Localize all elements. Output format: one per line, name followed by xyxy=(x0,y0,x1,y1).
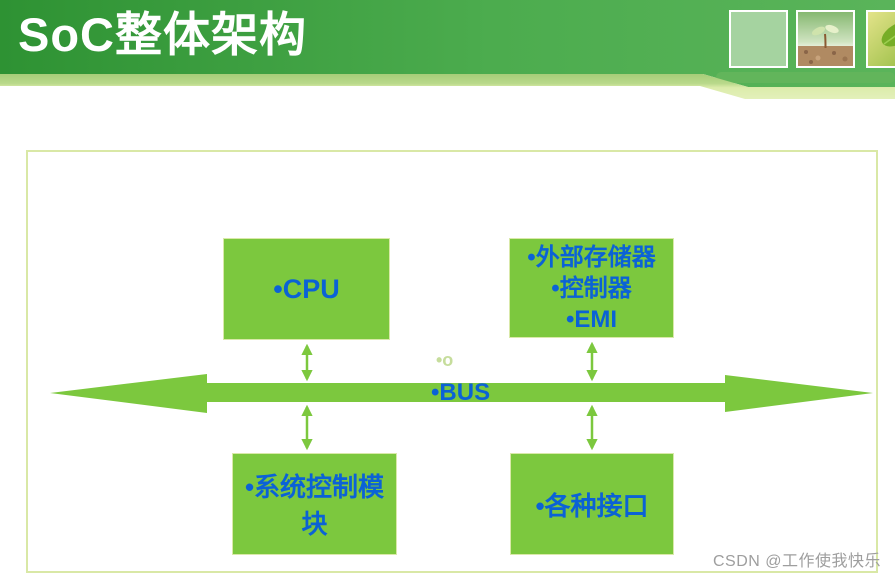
seedling-photo-image xyxy=(796,10,855,68)
bus-double-arrow xyxy=(50,374,873,413)
cpu-box: •CPU xyxy=(223,238,390,340)
bus-label: •BUS xyxy=(431,379,491,406)
page-title: SoC整体架构 xyxy=(18,8,307,61)
system-control-label: •系统控制模块 xyxy=(244,472,385,539)
seedling-icon xyxy=(798,12,853,66)
header-light-band xyxy=(0,74,895,99)
content-area xyxy=(26,150,878,573)
system-control-box: •系统控制模块 xyxy=(232,453,397,555)
header-green-shape xyxy=(0,0,895,87)
header-banner xyxy=(0,0,895,99)
interfaces-label: •各种接口 xyxy=(535,490,649,521)
leaf-icon xyxy=(868,12,895,66)
memory-controller-line3: •EMI xyxy=(565,305,618,333)
watermark-text: CSDN @工作使我快乐 xyxy=(712,553,881,570)
memory-controller-line2: •控制器 xyxy=(551,274,632,302)
sub-bullet-label: •o xyxy=(436,350,454,370)
memory-controller-box: •外部存储器 •控制器 •EMI xyxy=(509,238,674,338)
header-highlight-strip xyxy=(716,72,895,83)
memory-controller-line1: •外部存储器 xyxy=(527,243,656,271)
green-placeholder-image xyxy=(729,10,788,68)
leaf-photo-image xyxy=(866,10,895,68)
cpu-label: •CPU xyxy=(273,273,340,304)
interfaces-box: •各种接口 xyxy=(510,453,674,555)
